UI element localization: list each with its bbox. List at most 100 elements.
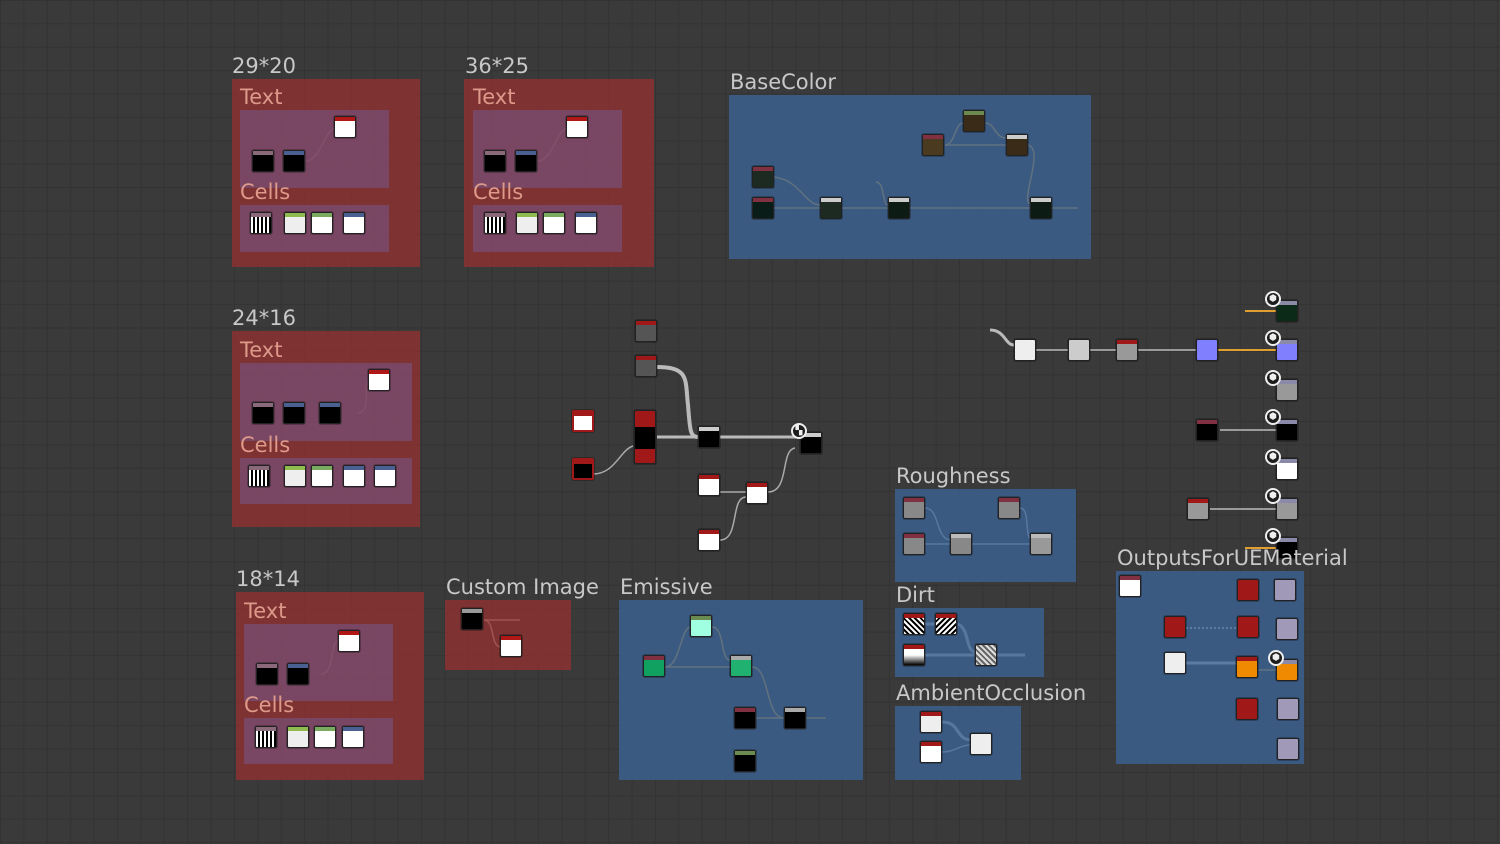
output-height[interactable] bbox=[1276, 498, 1298, 520]
node-text-output[interactable] bbox=[334, 116, 356, 138]
node-black[interactable] bbox=[287, 663, 309, 685]
output-roughness[interactable] bbox=[1276, 379, 1298, 401]
node-mint[interactable] bbox=[690, 615, 712, 637]
node-grey[interactable] bbox=[903, 497, 925, 519]
node-text-output[interactable] bbox=[368, 369, 390, 391]
node-grey-redhdr[interactable] bbox=[1187, 498, 1209, 520]
node-custom-image-output[interactable] bbox=[500, 635, 522, 657]
node-output-lavender[interactable] bbox=[1276, 618, 1298, 640]
cube-icon[interactable]: ⬢ bbox=[1265, 370, 1281, 386]
node-cells[interactable] bbox=[484, 212, 506, 234]
node-white-split[interactable] bbox=[1014, 339, 1036, 361]
node-text-output[interactable] bbox=[566, 116, 588, 138]
node-green[interactable] bbox=[643, 655, 665, 677]
frame-basecolor[interactable] bbox=[729, 95, 1091, 259]
node-grey-redhdr[interactable] bbox=[1116, 339, 1138, 361]
node-brown-dark[interactable] bbox=[963, 110, 985, 132]
node-blend[interactable] bbox=[820, 197, 842, 219]
node-red[interactable] bbox=[1164, 616, 1186, 638]
node-black[interactable] bbox=[734, 707, 756, 729]
node-output-black[interactable] bbox=[800, 432, 822, 454]
node-noise-grey[interactable] bbox=[635, 355, 657, 377]
node-glyph-mask[interactable] bbox=[572, 458, 594, 480]
node-output-lavender[interactable] bbox=[1277, 738, 1299, 760]
cube-icon[interactable]: ⬢ bbox=[1268, 650, 1284, 666]
node-dark-green[interactable] bbox=[752, 166, 774, 188]
node-grey-blend[interactable] bbox=[950, 533, 972, 555]
node-cells[interactable] bbox=[311, 465, 333, 487]
node-black[interactable] bbox=[484, 150, 506, 172]
node-white-mask[interactable] bbox=[572, 410, 594, 432]
node-cells[interactable] bbox=[343, 465, 365, 487]
node-blend[interactable] bbox=[888, 197, 910, 219]
node-black[interactable] bbox=[515, 150, 537, 172]
node-white[interactable] bbox=[920, 741, 942, 763]
output-metallic[interactable] bbox=[1276, 419, 1298, 441]
node-white-uniform[interactable] bbox=[698, 529, 720, 551]
node-cells[interactable] bbox=[314, 726, 336, 748]
output-normal[interactable] bbox=[1276, 339, 1298, 361]
node-gradient-noise[interactable] bbox=[903, 644, 925, 666]
preview-icon[interactable]: ▚ bbox=[791, 423, 807, 439]
node-noise[interactable] bbox=[935, 613, 957, 635]
node-red[interactable] bbox=[1237, 616, 1259, 638]
node-brown[interactable] bbox=[922, 134, 944, 156]
node-grey[interactable] bbox=[903, 533, 925, 555]
node-cells[interactable] bbox=[575, 212, 597, 234]
frame-text-36x25[interactable] bbox=[473, 110, 622, 188]
node-text-output[interactable] bbox=[338, 630, 360, 652]
node-black[interactable] bbox=[283, 150, 305, 172]
node-black[interactable] bbox=[319, 402, 341, 424]
node-cells[interactable] bbox=[250, 212, 272, 234]
node-noise[interactable] bbox=[903, 613, 925, 635]
node-switch[interactable] bbox=[634, 410, 656, 464]
node-cells[interactable] bbox=[543, 212, 565, 234]
node-blend-black[interactable] bbox=[698, 426, 720, 448]
node-output-lavender[interactable] bbox=[1277, 698, 1299, 720]
node-grey-texture[interactable] bbox=[1068, 339, 1090, 361]
cube-icon[interactable]: ⬢ bbox=[1265, 449, 1281, 465]
node-basecolor-final[interactable] bbox=[1030, 197, 1052, 219]
node-white[interactable] bbox=[1119, 575, 1141, 597]
node-ao-blend[interactable] bbox=[970, 733, 992, 755]
node-black[interactable] bbox=[256, 663, 278, 685]
frame-text-18x14[interactable] bbox=[244, 624, 393, 701]
node-black-redhdr[interactable] bbox=[1196, 419, 1218, 441]
output-ao[interactable] bbox=[1276, 458, 1298, 480]
node-cells[interactable] bbox=[343, 212, 365, 234]
node-black[interactable] bbox=[252, 402, 274, 424]
frame-ao[interactable] bbox=[895, 706, 1021, 780]
cube-icon[interactable]: ⬢ bbox=[1265, 528, 1281, 544]
cube-icon[interactable]: ⬢ bbox=[1265, 330, 1281, 346]
frame-outputs[interactable] bbox=[1116, 571, 1304, 764]
node-cells[interactable] bbox=[287, 726, 309, 748]
node-orange[interactable] bbox=[1236, 656, 1258, 678]
node-cells[interactable] bbox=[248, 465, 270, 487]
node-black[interactable] bbox=[252, 150, 274, 172]
node-roughness-final[interactable] bbox=[1030, 533, 1052, 555]
node-emissive-blend[interactable] bbox=[784, 707, 806, 729]
node-output-lavender[interactable] bbox=[1274, 579, 1296, 601]
node-white-split[interactable] bbox=[1164, 652, 1186, 674]
node-cells[interactable] bbox=[255, 726, 277, 748]
node-output-orange[interactable] bbox=[1276, 659, 1298, 681]
output-emissive[interactable] bbox=[1276, 537, 1298, 559]
node-cells[interactable] bbox=[374, 465, 396, 487]
node-white-mask[interactable] bbox=[698, 474, 720, 496]
node-cells[interactable] bbox=[342, 726, 364, 748]
node-cells[interactable] bbox=[311, 212, 333, 234]
node-grey[interactable] bbox=[998, 497, 1020, 519]
node-brown-blend[interactable] bbox=[1006, 134, 1028, 156]
node-cells[interactable] bbox=[516, 212, 538, 234]
node-white-split[interactable] bbox=[920, 711, 942, 733]
node-cells[interactable] bbox=[284, 212, 306, 234]
node-white-level[interactable] bbox=[746, 482, 768, 504]
node-red[interactable] bbox=[1237, 579, 1259, 601]
node-black-noise[interactable] bbox=[734, 750, 756, 772]
cube-icon[interactable]: ⬢ bbox=[1265, 291, 1281, 307]
cube-icon[interactable]: ⬢ bbox=[1265, 488, 1281, 504]
frame-text-29x20[interactable] bbox=[240, 110, 389, 188]
node-noise-grey[interactable] bbox=[635, 320, 657, 342]
node-dirt-blend[interactable] bbox=[975, 644, 997, 666]
node-red[interactable] bbox=[1236, 698, 1258, 720]
